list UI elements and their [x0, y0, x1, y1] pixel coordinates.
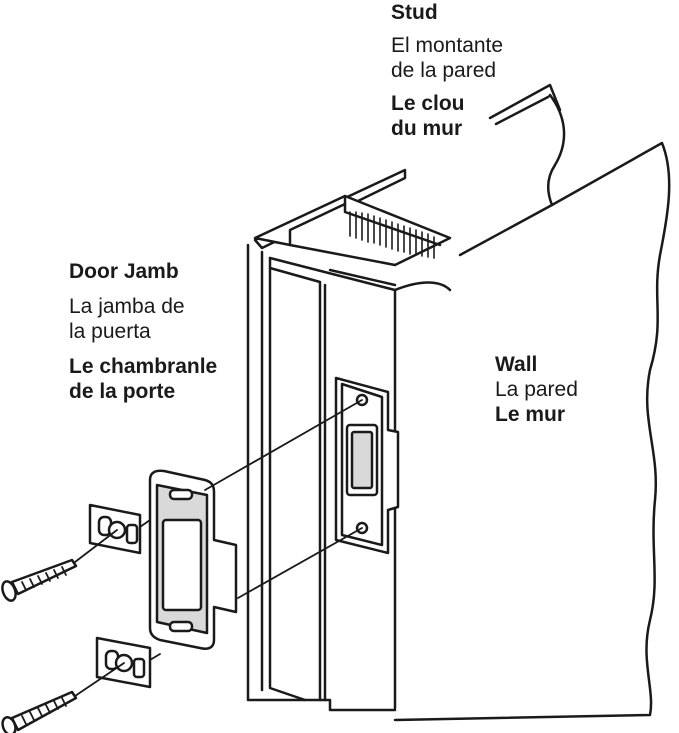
door-jamb-label-fr-2: de la porte: [69, 380, 176, 403]
stud-label-fr-2: du mur: [391, 117, 463, 140]
wall-label: Wall La pared Le mur: [495, 352, 578, 427]
jamb-strike-recess: [334, 376, 400, 555]
stud-label-es-2: de la pared: [391, 59, 497, 82]
alignment-lines: [74, 399, 363, 697]
wall-label-en: Wall: [495, 353, 538, 376]
screw-lower: [1, 690, 78, 733]
door-jamb-label: Door Jamb La jamba de la puerta Le chamb…: [69, 259, 217, 404]
stud-label-en: Stud: [391, 1, 438, 24]
wall-label-es: La pared: [495, 378, 578, 401]
strike-plate-drawing: [148, 469, 238, 650]
stud-label-es-1: El montante: [391, 34, 504, 57]
stud-label-fr-1: Le clou: [391, 92, 465, 115]
door-jamb-label-es-1: La jamba de: [69, 295, 185, 318]
door-jamb-label-fr-1: Le chambranle: [69, 355, 218, 378]
door-jamb-label-en: Door Jamb: [69, 260, 179, 283]
wall-drawing: [393, 93, 671, 722]
wall-label-fr: Le mur: [495, 403, 566, 426]
door-jamb-drawing: [246, 243, 452, 712]
screw-upper: [1, 558, 78, 602]
door-jamb-label-es-2: la puerta: [69, 320, 151, 343]
stud-hatching: [349, 211, 435, 259]
jamb-top: [253, 194, 452, 267]
stud-label: Stud El montante de la pared Le clou du …: [391, 0, 503, 141]
